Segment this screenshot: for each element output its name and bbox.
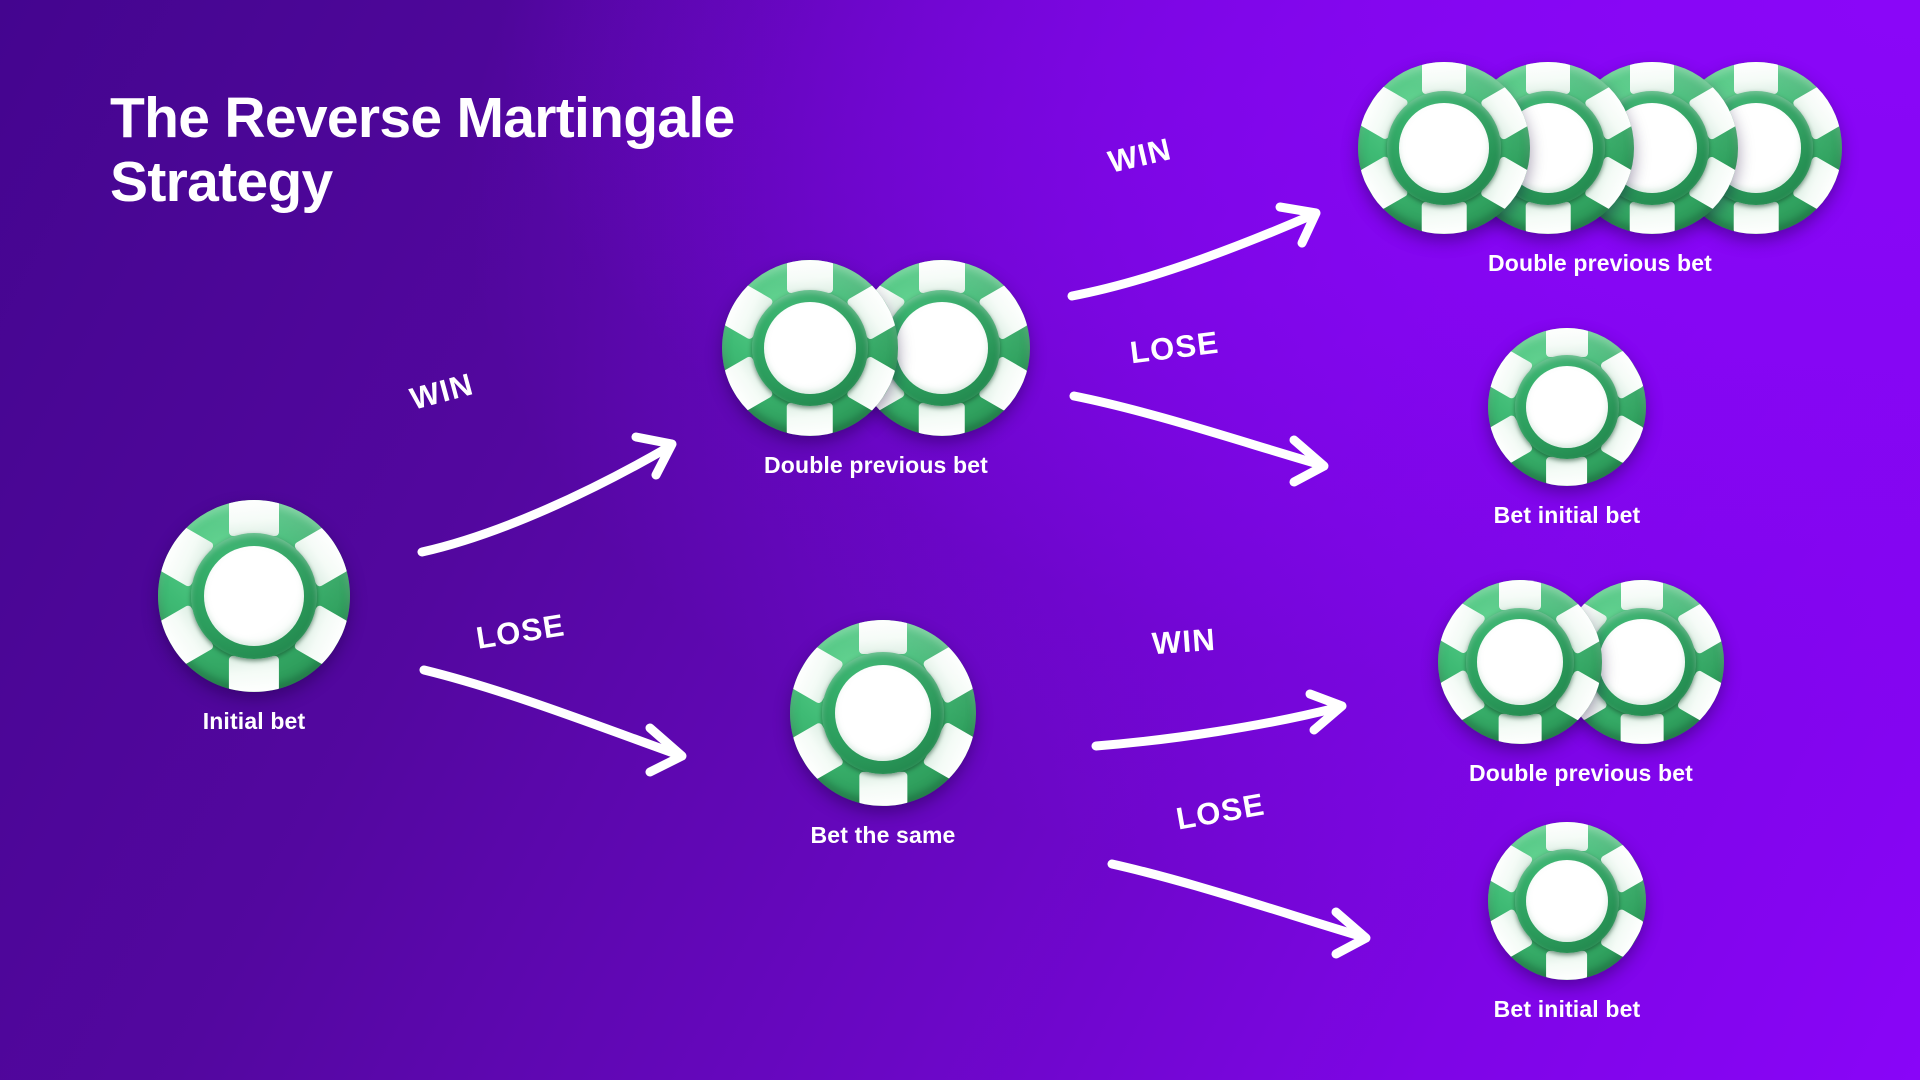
poker-chip-icon xyxy=(158,500,350,692)
arrow-win-to-win: WIN xyxy=(1067,131,1338,310)
node-label-win-double: Double previous bet xyxy=(764,452,988,478)
arrow-lose-to-win: WIN xyxy=(1091,622,1362,770)
arrow-label-lose-2: LOSE xyxy=(1128,324,1221,371)
node-label-lose-lose-initial: Bet initial bet xyxy=(1493,996,1641,1022)
node-win-lose-initial: Bet initial bet xyxy=(1488,328,1646,529)
node-label-win-win-double: Double previous bet xyxy=(1488,250,1712,276)
poker-chip-icon xyxy=(1488,822,1646,980)
page-title: The Reverse Martingale Strategy xyxy=(110,86,930,215)
poker-chip-icon xyxy=(1488,328,1646,486)
arrow-label-lose-1: LOSE xyxy=(473,607,568,656)
arrow-initial-to-lose: LOSE xyxy=(419,607,710,780)
node-label-lose-win-double: Double previous bet xyxy=(1469,760,1693,786)
node-lose-lose-initial: Bet initial bet xyxy=(1488,822,1646,1023)
chip-stack-win-win xyxy=(1358,62,1842,234)
node-label-lose-same: Bet the same xyxy=(810,822,956,848)
arrow-lose-to-lose: LOSE xyxy=(1107,787,1388,960)
node-lose-win-double: Double previous bet xyxy=(1438,580,1724,787)
chip-stack-initial xyxy=(158,500,350,692)
node-lose-same: Bet the same xyxy=(790,620,976,849)
chip-stack-win-lose xyxy=(1488,328,1646,486)
arrow-label-win-2: WIN xyxy=(1104,131,1175,180)
poker-chip-icon xyxy=(1438,580,1602,744)
page-title-line-1: The Reverse Martingale xyxy=(110,86,735,150)
poker-chip-icon xyxy=(790,620,976,806)
chip-stack-lose-same xyxy=(790,620,976,806)
node-win-double: Double previous bet xyxy=(722,260,1030,479)
arrow-label-lose-3: LOSE xyxy=(1173,786,1268,837)
arrow-label-win-1: WIN xyxy=(406,366,478,417)
node-label-win-lose-initial: Bet initial bet xyxy=(1493,502,1641,528)
poker-chip-icon xyxy=(1358,62,1530,234)
node-label-initial-bet: Initial bet xyxy=(202,708,306,734)
node-initial-bet: Initial bet xyxy=(158,500,350,735)
chip-stack-lose-win xyxy=(1438,580,1724,744)
node-win-win-double: Double previous bet xyxy=(1358,62,1842,277)
poker-chip-icon xyxy=(722,260,898,436)
arrow-initial-to-win: WIN xyxy=(406,366,698,560)
chip-stack-lose-lose xyxy=(1488,822,1646,980)
arrow-win-to-lose: LOSE xyxy=(1069,325,1350,490)
chip-stack-win-double xyxy=(722,260,1030,436)
arrow-label-win-3: WIN xyxy=(1150,621,1217,662)
page-title-line-2: Strategy xyxy=(110,150,333,215)
